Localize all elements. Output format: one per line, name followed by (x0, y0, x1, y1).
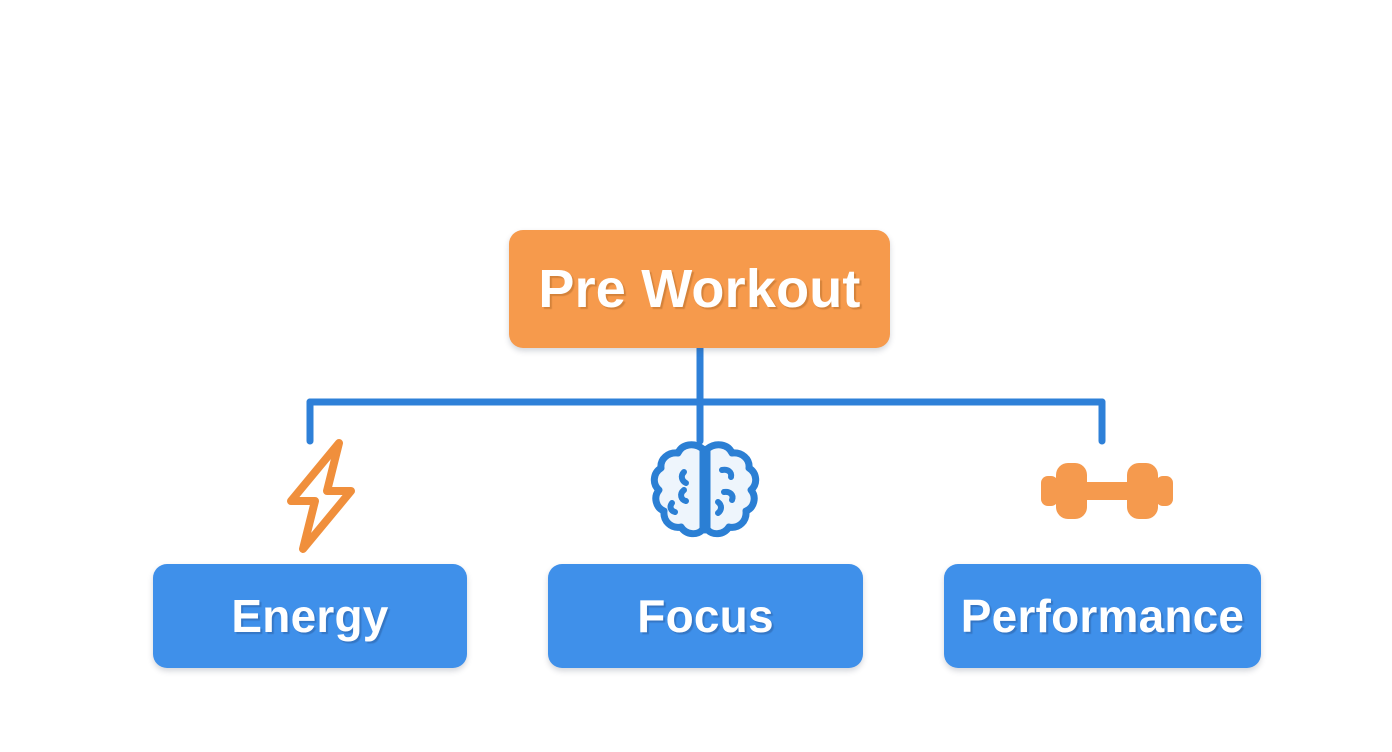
node-performance[interactable]: Performance (944, 564, 1261, 668)
lightning-bolt-icon-svg (287, 439, 355, 553)
node-focus-label: Focus (637, 590, 774, 642)
dumbbell-icon-svg (1041, 463, 1173, 519)
node-energy[interactable]: Energy (153, 564, 467, 668)
lightning-bolt-icon (281, 437, 361, 555)
brain-icon (650, 440, 760, 540)
node-focus[interactable]: Focus (548, 564, 863, 668)
node-energy-label: Energy (231, 590, 389, 642)
node-pre-workout[interactable]: Pre Workout (509, 230, 890, 348)
node-performance-label: Performance (960, 590, 1245, 642)
node-pre-workout-label: Pre Workout (538, 259, 861, 319)
dumbbell-icon (1037, 455, 1177, 527)
brain-icon-svg (650, 441, 760, 538)
